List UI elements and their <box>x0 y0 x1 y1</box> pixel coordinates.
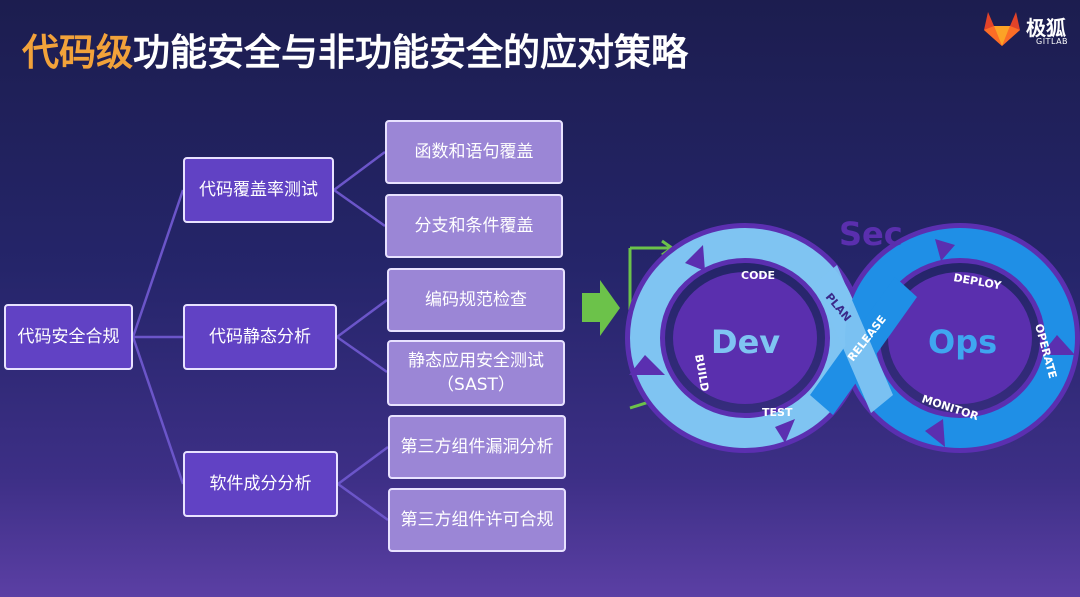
page-title: 代码级功能安全与非功能安全的应对策略 <box>22 22 688 76</box>
logo-brand: 极狐 <box>1026 16 1066 40</box>
logo-sub: GITLAB <box>1036 37 1069 46</box>
leaf-label: 静态应用安全测试 <box>408 351 544 371</box>
leaf-function-statement-coverage: 函数和语句覆盖 <box>385 120 563 184</box>
stage-build: BUILD <box>692 353 711 392</box>
leaf-label: 函数和语句覆盖 <box>414 142 534 162</box>
node-root: 代码安全合规 <box>4 304 133 370</box>
node-composition-analysis-label: 软件成分分析 <box>209 474 312 494</box>
sec-label: Sec <box>839 215 903 253</box>
leaf-label-sub: （SAST） <box>437 375 515 395</box>
stage-code: CODE <box>741 269 775 282</box>
leaf-branch-condition-coverage: 分支和条件覆盖 <box>385 194 563 258</box>
node-coverage-testing: 代码覆盖率测试 <box>183 157 334 223</box>
title-highlight: 代码级 <box>22 31 133 74</box>
leaf-coding-standard-check: 编码规范检查 <box>387 268 565 332</box>
leaf-third-party-license: 第三方组件许可合规 <box>388 488 566 552</box>
node-composition-analysis: 软件成分分析 <box>183 451 338 517</box>
node-coverage-testing-label: 代码覆盖率测试 <box>199 180 318 200</box>
leaf-label: 编码规范检查 <box>425 290 527 310</box>
gitlab-logo: 极狐 GITLAB <box>980 8 1076 52</box>
devsecops-infinity-diagram: Sec Dev Ops CODE PLAN BUILD TEST RELEASE… <box>625 215 1080 453</box>
leaf-label: 第三方组件漏洞分析 <box>400 437 554 457</box>
title-rest: 功能安全与非功能安全的应对策略 <box>133 31 688 74</box>
node-static-analysis-label: 代码静态分析 <box>209 327 311 347</box>
leaf-label: 分支和条件覆盖 <box>414 216 534 236</box>
node-root-label: 代码安全合规 <box>17 327 120 347</box>
leaf-sast: 静态应用安全测试 （SAST） <box>387 340 565 406</box>
stage-test: TEST <box>762 406 793 419</box>
leaf-label: 第三方组件许可合规 <box>400 510 554 530</box>
node-static-analysis: 代码静态分析 <box>183 304 337 370</box>
fox-icon <box>984 12 1020 46</box>
tree-connectors <box>131 150 389 522</box>
dev-label: Dev <box>711 323 780 361</box>
ops-label: Ops <box>928 323 997 361</box>
leaf-third-party-vuln-analysis: 第三方组件漏洞分析 <box>388 415 566 479</box>
